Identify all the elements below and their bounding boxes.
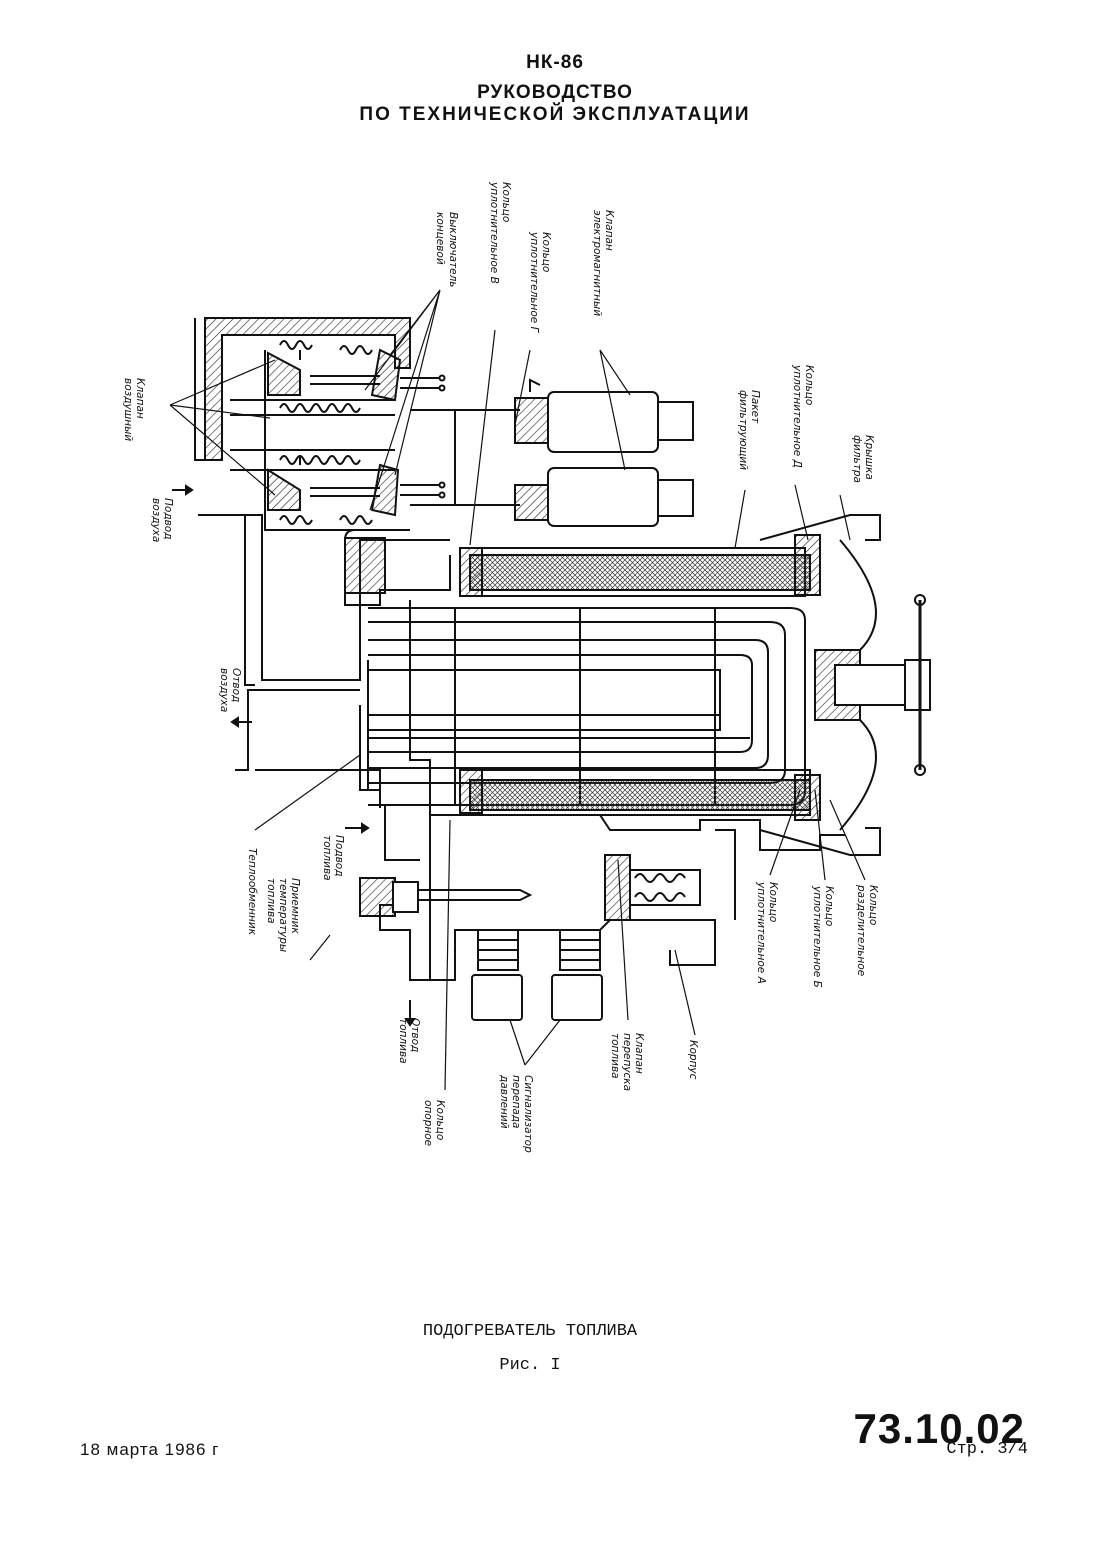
svg-text:топлива: топлива: [397, 1018, 409, 1064]
svg-text:воздушный: воздушный: [122, 378, 134, 441]
svg-text:концевой: концевой: [434, 212, 446, 265]
revision-date: 18 марта 1986 г: [80, 1440, 220, 1459]
label-support-ring: Кольцо: [434, 1100, 446, 1140]
label-filter-pack: Пакет: [749, 390, 761, 424]
flow-arrows: [172, 484, 416, 1027]
label-seal-v: Кольцо: [500, 182, 512, 222]
label-seal-d: Кольцо: [803, 365, 815, 405]
figure-caption: ПОДОГРЕВАТЕЛЬ ТОПЛИВА: [422, 1322, 638, 1341]
label-fuel-outlet: Отвод: [409, 1018, 421, 1052]
svg-text:разделительное: разделительное: [855, 884, 867, 976]
svg-text:уплотнительное Б: уплотнительное Б: [811, 885, 823, 988]
label-fuel-inlet: Подвод: [333, 835, 345, 876]
svg-text:фильтра: фильтра: [851, 435, 863, 483]
label-switch: Выключатель: [447, 212, 459, 288]
svg-text:давлений: давлений: [498, 1074, 510, 1129]
svg-text:уплотнительное Д: уплотнительное Д: [791, 364, 803, 468]
svg-text:воздуха: воздуха: [218, 668, 230, 712]
label-heat-exchanger: Теплообменник: [246, 848, 258, 936]
engine-model: НК-86: [526, 52, 584, 73]
label-seal-b: Кольцо: [823, 886, 835, 926]
svg-text:электромагнитный: электромагнитный: [591, 210, 603, 316]
label-body: Корпус: [687, 1040, 699, 1080]
housing-outline: [194, 317, 931, 1021]
label-air-valve: Клапан: [134, 378, 146, 419]
svg-text:перепада: перепада: [510, 1075, 522, 1128]
figure-number: Рис. I: [499, 1356, 561, 1375]
label-separator-ring: Кольцо: [867, 885, 879, 925]
label-seal-g: Кольцо: [540, 232, 552, 272]
label-filter-cover: Крышка: [863, 435, 875, 480]
document-number: 73.10.02: [853, 1405, 1025, 1452]
manual-title-line2: ПО ТЕХНИЧЕСКОЙ ЭКСПЛУАТАЦИИ: [359, 104, 751, 125]
svg-text:опорное: опорное: [422, 1100, 434, 1146]
leader-lines: [169, 289, 866, 1091]
label-air-outlet: Отвод: [230, 668, 242, 702]
svg-text:уплотнительное А: уплотнительное А: [755, 881, 767, 984]
label-bypass-valve: Клапан: [633, 1033, 645, 1074]
label-seal-a: Кольцо: [767, 882, 779, 922]
svg-text:уплотнительное Г: уплотнительное Г: [528, 231, 540, 334]
label-pressure-signal: Сигнализатор: [522, 1075, 534, 1153]
svg-text:топлива: топлива: [321, 835, 333, 881]
svg-text:топлива: топлива: [609, 1033, 621, 1079]
label-air-inlet: Подвод: [162, 498, 174, 539]
label-temp-sensor: Приемник: [289, 878, 301, 934]
page-number: Стр. 3/4: [946, 1440, 1028, 1459]
svg-text:температуры: температуры: [277, 878, 289, 952]
fuel-heater-drawing: Выключатель концевой Кольцо уплотнительн…: [122, 181, 931, 1153]
label-solenoid: Клапан: [603, 210, 615, 251]
svg-text:уплотнительное В: уплотнительное В: [488, 181, 500, 284]
svg-text:воздуха: воздуха: [150, 498, 162, 542]
manual-title-line1: РУКОВОДСТВО: [477, 82, 633, 103]
svg-text:топлива: топлива: [265, 878, 277, 924]
svg-text:фильтрующий: фильтрующий: [737, 390, 749, 470]
svg-text:перепуска: перепуска: [621, 1033, 633, 1091]
part-labels: Выключатель концевой Кольцо уплотнительн…: [122, 181, 879, 1153]
